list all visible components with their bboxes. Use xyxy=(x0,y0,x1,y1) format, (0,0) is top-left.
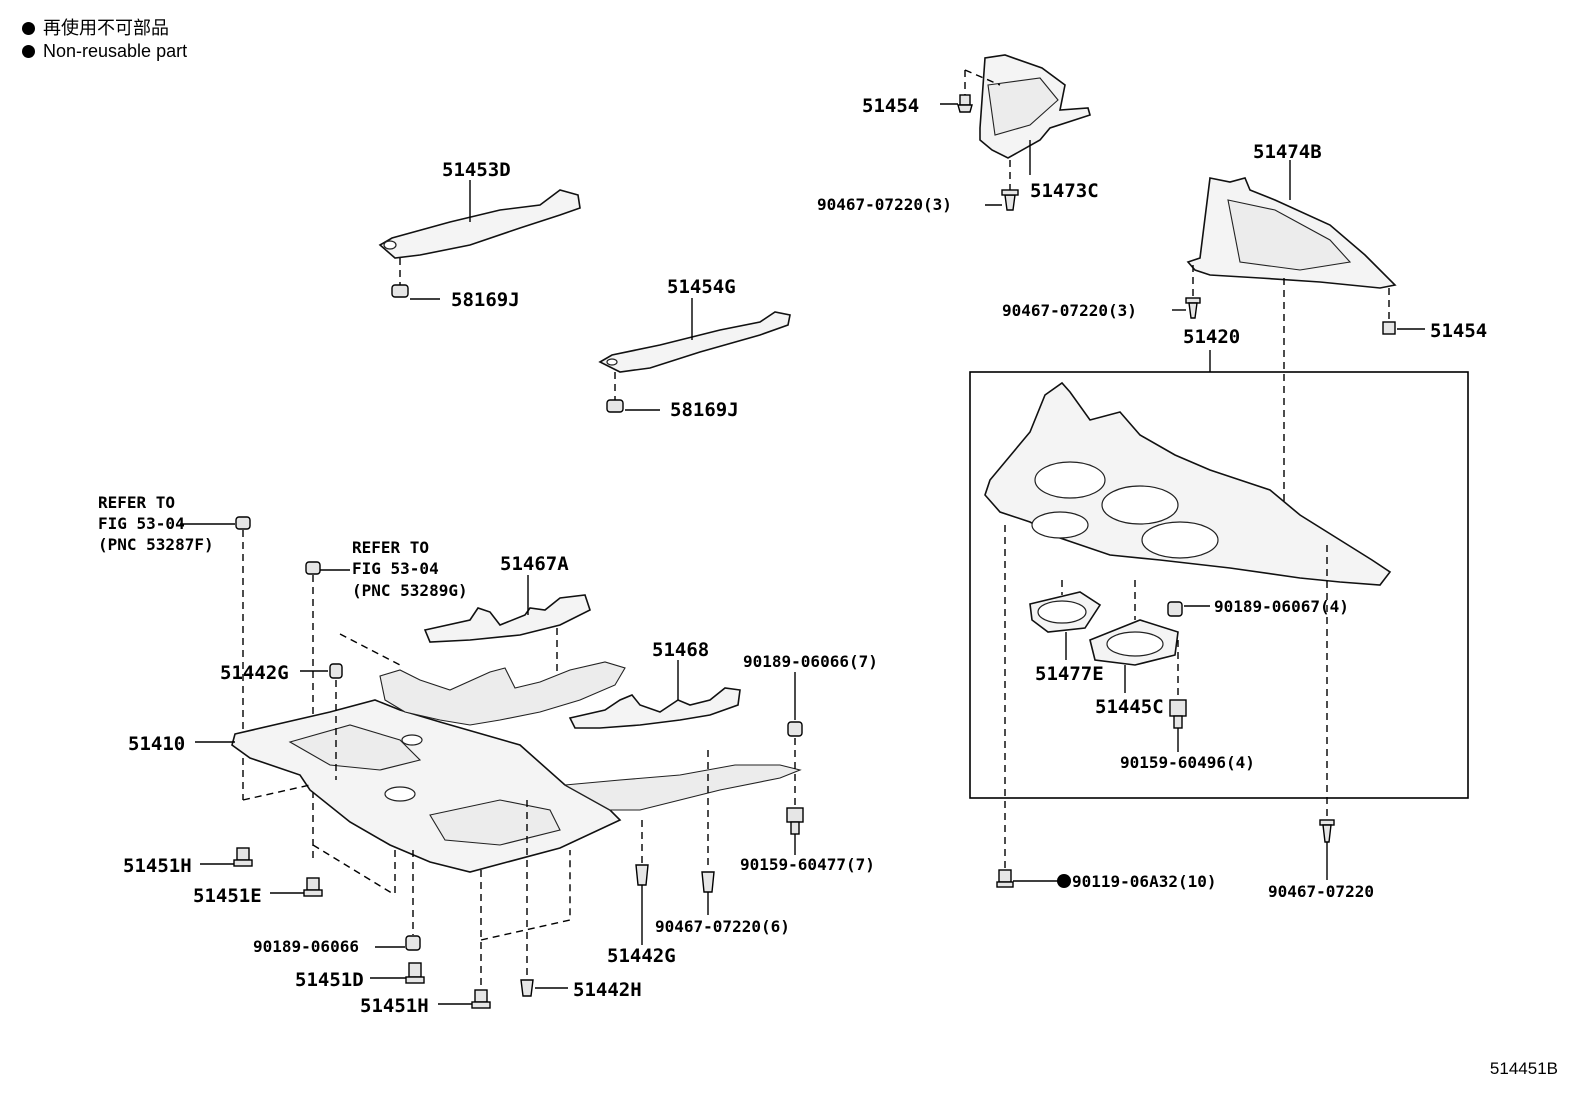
refer-note-2-line2: FIG 53-04 xyxy=(352,559,439,578)
fastener-90467-07220-6-icon xyxy=(701,750,715,915)
legend-item-en: Non-reusable part xyxy=(22,41,187,61)
label-51454-top: 51454 xyxy=(862,95,919,117)
part-51445C-drawing xyxy=(1089,580,1179,693)
fastener-51454-top-icon xyxy=(940,70,973,113)
label-90467-07220-3-top: 90467-07220(3) xyxy=(817,195,952,214)
fastener-90189-06066-icon xyxy=(375,850,421,951)
part-51473C-drawing xyxy=(964,54,1091,175)
fastener-51451E-icon xyxy=(270,877,323,897)
fastener-90467-mid-icon xyxy=(1172,265,1201,319)
non-reusable-bullet-icon xyxy=(22,22,35,35)
refer-note-2-line3: (PNC 53289G) xyxy=(352,581,468,600)
clip-53287F-icon xyxy=(235,516,251,800)
leader-bottom-frame-dash xyxy=(480,850,571,941)
fastener-58169J-a-icon xyxy=(391,258,440,300)
fastener-90467-bottom-icon xyxy=(1319,545,1335,880)
label-51451D: 51451D xyxy=(295,969,364,991)
label-51410: 51410 xyxy=(128,733,185,755)
part-51410-undercover-drawing xyxy=(195,661,802,873)
part-51420-undercover-drawing xyxy=(984,381,1392,586)
label-90467-07220-bottom: 90467-07220 xyxy=(1268,882,1374,901)
fastener-90119-06A32-icon xyxy=(996,525,1071,888)
label-90119-06A32-10: 90119-06A32(10) xyxy=(1072,872,1217,891)
label-51468: 51468 xyxy=(652,639,709,661)
fastener-90159-60477-icon xyxy=(786,807,804,855)
label-51442H: 51442H xyxy=(573,979,642,1001)
label-90159-60477-7: 90159-60477(7) xyxy=(740,855,875,874)
fastener-51451H-b-icon xyxy=(438,870,491,1009)
fastener-58169J-b-icon xyxy=(606,372,660,413)
fastener-51442H-icon xyxy=(520,800,568,997)
fastener-90189-06067-icon xyxy=(1167,601,1210,617)
fastener-90189-06066-7-icon xyxy=(787,672,803,808)
clip-53289G-icon xyxy=(305,561,321,860)
label-51420: 51420 xyxy=(1183,326,1240,348)
label-51453D: 51453D xyxy=(442,159,511,181)
fastener-51451D-icon xyxy=(370,962,425,984)
label-51474B: 51474B xyxy=(1253,141,1322,163)
label-90467-07220-6: 90467-07220(6) xyxy=(655,917,790,936)
refer-note-1-line2: FIG 53-04 xyxy=(98,514,185,533)
label-58169J-b: 58169J xyxy=(670,399,739,421)
label-51442G-b: 51442G xyxy=(607,945,676,967)
legend-text-en: Non-reusable part xyxy=(43,41,188,61)
label-51473C: 51473C xyxy=(1030,180,1099,202)
part-51474B-drawing xyxy=(1186,160,1397,289)
label-51451H-b: 51451H xyxy=(360,995,429,1017)
fastener-90467-top-icon xyxy=(985,160,1019,211)
leader-51467A-dash xyxy=(339,633,401,666)
label-51454G: 51454G xyxy=(667,276,736,298)
non-reusable-bullet-icon xyxy=(22,45,35,58)
part-51453D-drawing xyxy=(378,180,581,259)
label-51477E: 51477E xyxy=(1035,663,1104,685)
label-51451E: 51451E xyxy=(193,885,262,907)
leader-51451E-dash xyxy=(312,844,396,896)
part-51454G-drawing xyxy=(598,298,791,373)
fastener-51454-right-icon xyxy=(1382,288,1425,335)
assembly-51420-frame xyxy=(969,371,1469,799)
refer-note-1-line1: REFER TO xyxy=(98,493,175,512)
label-51445C: 51445C xyxy=(1095,696,1164,718)
part-51477E-drawing xyxy=(1029,580,1102,660)
fastener-51442G-b-icon xyxy=(635,820,649,945)
label-51454-right: 51454 xyxy=(1430,320,1487,342)
label-90467-07220-3-mid: 90467-07220(3) xyxy=(1002,301,1137,320)
label-51467A: 51467A xyxy=(500,553,569,575)
label-90189-06066-7: 90189-06066(7) xyxy=(743,652,878,671)
refer-note-1-line3: (PNC 53287F) xyxy=(98,535,214,554)
label-58169J-a: 58169J xyxy=(451,289,520,311)
part-51468-drawing xyxy=(568,660,741,729)
fastener-51451H-a-icon xyxy=(200,847,253,867)
fastener-51442G-a-icon xyxy=(300,663,343,780)
label-90189-06066: 90189-06066 xyxy=(253,937,359,956)
figure-code: 514451B xyxy=(1489,1059,1558,1078)
label-51442G-a: 51442G xyxy=(220,662,289,684)
label-51451H-a: 51451H xyxy=(123,855,192,877)
leader-51410-dash-a xyxy=(242,784,311,801)
legend-item-jp: 再使用不可部品 xyxy=(22,18,169,38)
label-90189-06067-4: 90189-06067(4) xyxy=(1214,597,1349,616)
fastener-90159-60496-icon xyxy=(1169,640,1187,752)
legend-text-jp: 再使用不可部品 xyxy=(43,18,169,38)
label-90159-60496-4: 90159-60496(4) xyxy=(1120,753,1255,772)
refer-note-2-line1: REFER TO xyxy=(352,538,429,557)
